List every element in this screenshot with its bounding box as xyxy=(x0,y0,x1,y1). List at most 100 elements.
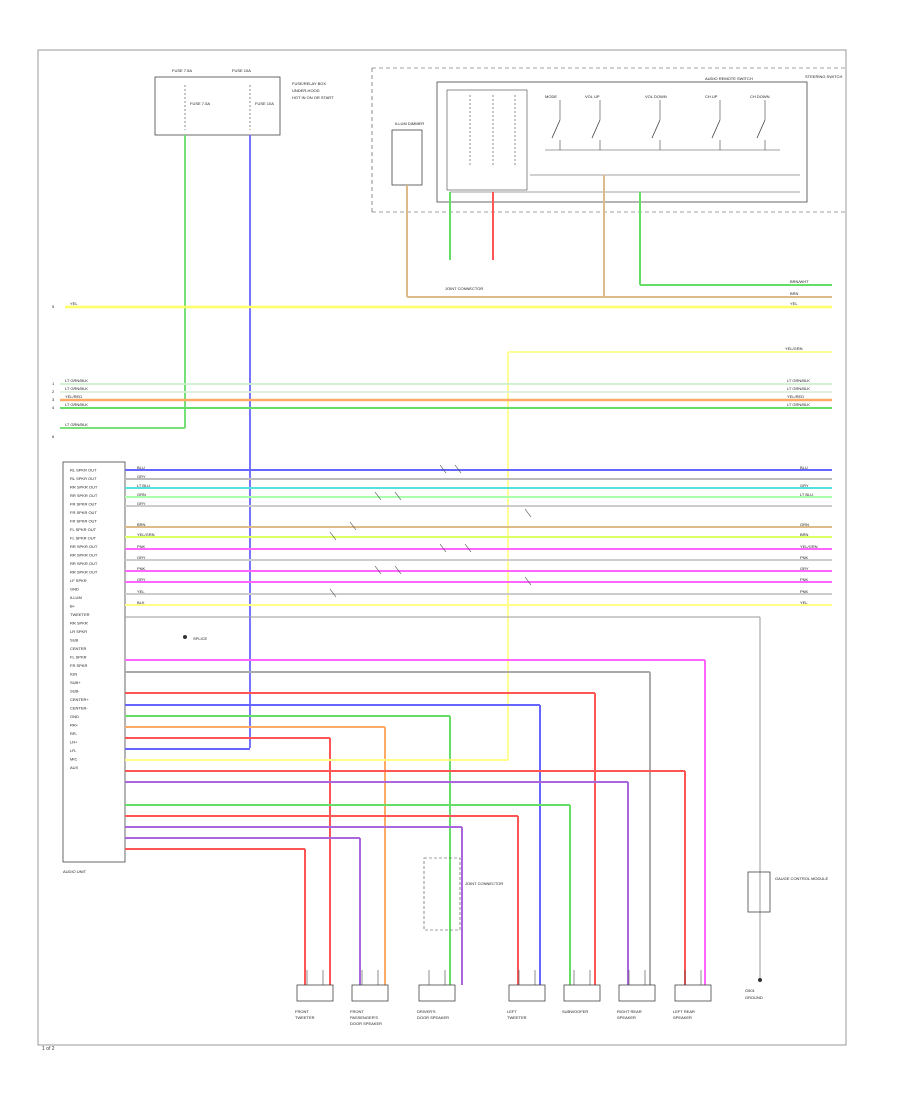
radio-pin-label: RR+ xyxy=(70,723,79,728)
radio-pin-label: FR SPKR xyxy=(70,663,87,668)
bus-right-label: BLU xyxy=(800,465,808,470)
radio-pin-label: TWEETER xyxy=(70,612,90,617)
bus-code-label: GRY xyxy=(137,474,146,479)
bus-jog xyxy=(524,508,532,518)
speaker-label: SUBWOOFER xyxy=(562,1009,588,1014)
top-right-label-2: BRN xyxy=(790,291,799,296)
bus-right-label: LT BLU xyxy=(800,492,813,497)
speaker-box xyxy=(351,984,389,1002)
bus-code-label: PNK xyxy=(137,544,146,549)
switch-contact xyxy=(591,119,601,139)
radio-pin-label: FR SPKR OUT xyxy=(70,510,97,515)
radio-pin-label: FL SPKR xyxy=(70,655,87,660)
speaker-box xyxy=(563,984,601,1002)
bus-code-label: GRY xyxy=(137,577,146,582)
left-group-label: LT GRN/BLK xyxy=(65,402,88,407)
bus-jog xyxy=(329,531,337,541)
bus-right-label: PNK xyxy=(800,555,809,560)
gauge-label: GAUGE CONTROL MODULE xyxy=(775,876,829,881)
fuse-b-title: FUSE 10A xyxy=(232,68,251,73)
bus-code-label: LT BLU xyxy=(137,483,150,488)
radio-pin-label: CENTER xyxy=(70,646,87,651)
door-junction-label: JOINT CONNECTOR xyxy=(465,881,503,886)
right-group-label: YEL/RED xyxy=(787,394,804,399)
upper-vertical-wires: JOINT CONNECTOR xyxy=(406,175,832,298)
speaker-label: LEFT xyxy=(507,1009,517,1014)
bus-code-label: GRN xyxy=(137,492,146,497)
speaker-label: TWEETER xyxy=(507,1015,527,1020)
yellow-top-wire: YEL BRN/WHT BRN YEL xyxy=(65,279,832,309)
left-group-label: LT GRN/BLK xyxy=(65,378,88,383)
speaker-wires xyxy=(125,659,706,985)
radio-pin-label: MIC xyxy=(70,757,77,762)
radio-pin-label: SUB+ xyxy=(70,680,81,685)
speaker-box xyxy=(674,984,712,1002)
speaker-label: TWEETER xyxy=(295,1015,315,1020)
fuse-box-label: FUSE/RELAY BOX xyxy=(292,81,326,86)
ground-branch: GAUGE CONTROL MODULE G501 GROUND xyxy=(125,616,829,1000)
bus-jog xyxy=(464,543,472,553)
radio-pin-label: RR SPKR OUT xyxy=(70,570,98,575)
radio-pin-label: RR SPKR OUT xyxy=(70,485,98,490)
speaker-label: PASSENGER'S xyxy=(350,1015,378,1020)
fuse-note: HOT IN ON OR START xyxy=(292,95,334,100)
bus-right-label: GRN xyxy=(800,522,809,527)
top-right-label-1: BRN/WHT xyxy=(790,279,809,284)
steering-region: STEERING SWITCH ILLUM DIMMER AUDIO REMOT… xyxy=(371,67,845,213)
switch-label: MODE xyxy=(545,94,557,99)
speaker-label: DOOR SPEAKER xyxy=(350,1021,382,1026)
switch-label: VOL UP xyxy=(585,94,600,99)
bus-code-label: YEL xyxy=(137,589,145,594)
fuse-wires xyxy=(184,135,251,748)
splice-label: SPLICE xyxy=(193,636,208,641)
radio-pin-label: LR- xyxy=(70,748,77,753)
radio-pin-label: RL SPKR OUT xyxy=(70,476,97,481)
right-group-label: LT GRN/BLK xyxy=(787,386,810,391)
connector-marker: 3 xyxy=(52,397,55,402)
top-right-label-3: YEL xyxy=(790,301,798,306)
speaker-label: FRONT xyxy=(350,1009,364,1014)
bus-jog xyxy=(329,588,337,598)
right-group-label: LT GRN/BLK xyxy=(787,378,810,383)
upper-mid-label: YEL/GRN xyxy=(785,346,803,351)
switch-label: VOL DOWN xyxy=(645,94,667,99)
radio-pin-label: AUX xyxy=(70,765,79,770)
radio-pin-label: RR SPKR OUT xyxy=(70,544,98,549)
radio-pin-label: GND xyxy=(70,587,79,592)
bus-code-label: GRY xyxy=(137,555,146,560)
bus-jog xyxy=(374,565,382,575)
footer-text: 1 of 2 xyxy=(42,1046,55,1052)
fuse-a-label: FUSE 7.5A xyxy=(190,101,210,106)
radio-pin-label: FL SPKR OUT xyxy=(70,527,97,532)
switch-contact xyxy=(651,119,661,139)
radio-pin-label: RR SPKR OUT xyxy=(70,553,98,558)
switch-label: CH DOWN xyxy=(750,94,770,99)
ground-label: G501 xyxy=(745,988,756,993)
splice: SPLICE xyxy=(183,635,208,641)
radio-pin-label: CENTER+ xyxy=(70,697,89,702)
radio-pin-label: GND xyxy=(70,714,79,719)
speaker-label: DOOR SPEAKER xyxy=(417,1015,449,1020)
radio-pin-label: LF SPKR xyxy=(70,578,87,583)
radio-pin-label: FR SPKR OUT xyxy=(70,502,97,507)
right-group-label: LT GRN/BLK xyxy=(787,402,810,407)
fuse-box-label-2: UNDER-HOOD xyxy=(292,88,320,93)
bus-jog xyxy=(454,464,462,474)
radio-pin-label: ILLUM xyxy=(70,595,82,600)
bus-code-label: BLK xyxy=(137,600,145,605)
connector-marker: 5 xyxy=(52,304,55,309)
bus-right-label: BRN xyxy=(800,532,809,537)
speaker-box xyxy=(418,984,456,1002)
radio-pin-label: SUB- xyxy=(70,689,80,694)
speaker-label: DRIVER'S xyxy=(417,1009,436,1014)
radio-pin-label: FR SPKR OUT xyxy=(70,519,97,524)
radio-pin-label: FL SPKR OUT xyxy=(70,536,97,541)
bus-jog xyxy=(394,565,402,575)
bus-code-label: BLU xyxy=(137,465,145,470)
bus-jog xyxy=(524,576,532,586)
fuse-b-label: FUSE 10A xyxy=(255,101,274,106)
bus-code-label: PNK xyxy=(137,566,146,571)
